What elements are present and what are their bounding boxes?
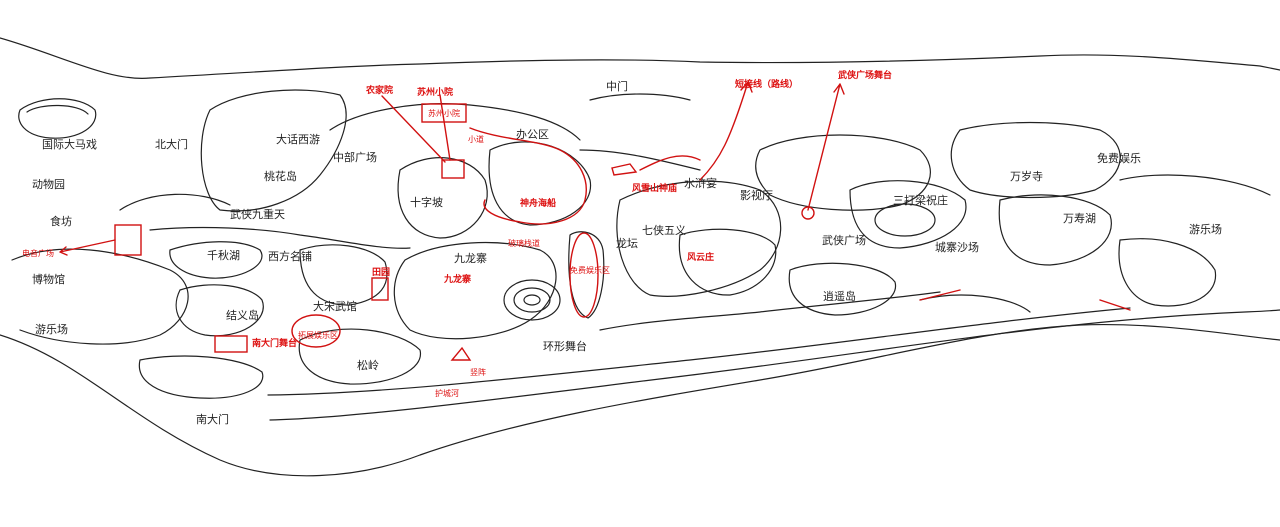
annotation-fengyunzhuang: 风云庄 xyxy=(687,253,715,263)
label-yingshiting: 影视厅 xyxy=(740,189,773,202)
label-nandamen: 南大门 xyxy=(196,413,229,426)
label-jiulongzhai: 九龙寨 xyxy=(454,252,487,265)
label-wuxia-jiuchongtian: 武侠九重天 xyxy=(230,208,285,221)
annotation-xiaodao: 小道 xyxy=(468,135,484,144)
label-qixia-wuyi: 七侠五义 xyxy=(642,224,686,237)
label-chengzhai-shachang: 城寨沙场 xyxy=(935,241,979,254)
annotation-circle-mianfei xyxy=(569,232,599,318)
annotation-cuzhen: 竖阵 xyxy=(470,368,486,377)
annotation-loop-shenzhou xyxy=(469,127,587,225)
label-wanshouhu: 万寿湖 xyxy=(1063,212,1096,225)
annotation-tuozhan-yulequ: 拓展娱乐区 xyxy=(298,331,338,340)
annotation-suzhou-xiaoyuan: 苏州小院 xyxy=(417,88,454,98)
label-taohuadao: 桃花岛 xyxy=(264,170,297,183)
annotation-tianyuan: 田园 xyxy=(372,268,391,278)
north-bank xyxy=(0,37,1280,79)
label-zhongmen: 中门 xyxy=(606,80,628,93)
label-zhongbu-guangchang: 中部广场 xyxy=(333,151,377,164)
arrow-wuxia-wutai xyxy=(807,83,845,211)
annotation-fengxue-shanshenmiao: 风雪山神庙 xyxy=(632,184,678,194)
annotation-box-dianyin xyxy=(114,224,142,256)
annotation-boli-zhandao: 玻璃栈道 xyxy=(508,239,540,248)
label-dasong-wuguan: 大宋武馆 xyxy=(313,300,357,313)
label-dongwuyuan: 动物园 xyxy=(32,178,65,191)
annotation-nandamen-wutai: 南大门舞台 xyxy=(252,339,298,349)
label-mianfei-yule: 免费娱乐 xyxy=(1097,152,1141,165)
label-wuxia-guangchang: 武侠广场 xyxy=(822,234,866,247)
label-xifang-mingpu: 西方名铺 xyxy=(268,250,312,263)
label-bangongqu: 办公区 xyxy=(516,128,549,141)
annotation-huchenghe: 护城河 xyxy=(435,389,459,398)
annotation-shenzhou-haichuan: 神舟海船 xyxy=(520,199,557,209)
south-bank xyxy=(0,323,1280,477)
label-shizipo: 十字坡 xyxy=(410,196,443,209)
label-shifang: 食坊 xyxy=(50,215,72,228)
label-xiaoyaodao: 逍遥岛 xyxy=(823,290,856,303)
annotation-suzhou-box: 苏州小院 xyxy=(428,109,460,118)
annotation-box-tianyuan xyxy=(371,277,389,301)
label-wansuisi: 万岁寺 xyxy=(1010,170,1043,183)
annotation-mianfei-yulequ: 免费娱乐区 xyxy=(570,266,610,275)
label-qianqiuhu: 千秋湖 xyxy=(207,249,240,262)
label-huanxing-wutai: 环形舞台 xyxy=(543,340,587,353)
label-youlechang-right: 游乐场 xyxy=(1189,223,1222,236)
annotation-circle-tuozhan xyxy=(291,314,341,348)
label-songling: 松岭 xyxy=(357,359,379,372)
annotation-jiulongzhai: 九龙寨 xyxy=(444,275,472,285)
label-beidamen: 北大门 xyxy=(155,138,188,151)
arrow-dianyin xyxy=(59,239,116,256)
annotation-box-nandamen xyxy=(214,335,248,353)
label-jieyidao: 结义岛 xyxy=(226,309,259,322)
label-sanda-zhuzhuang: 三打梁祝庄 xyxy=(893,194,948,207)
label-longtan: 龙坛 xyxy=(616,237,638,250)
label-dahua-xiyou: 大话西游 xyxy=(276,133,320,146)
annotation-wuxia-wutai: 武侠广场舞台 xyxy=(838,71,893,81)
label-shuihuyan: 水浒宴 xyxy=(684,177,717,190)
annotation-duanjie-xian: 短接线（路线） xyxy=(735,80,799,90)
label-bowuguan: 博物馆 xyxy=(32,273,65,286)
annotation-nongjiayuan: 农家院 xyxy=(366,86,394,96)
label-youlechang-left: 游乐场 xyxy=(35,323,68,336)
annotation-box-nongjia xyxy=(441,159,465,179)
arrow-duanjie xyxy=(699,81,753,181)
annotation-dianyin-guangchang: 电音广场 xyxy=(22,249,54,258)
label-guoji-damaxi: 国际大马戏 xyxy=(42,138,97,151)
